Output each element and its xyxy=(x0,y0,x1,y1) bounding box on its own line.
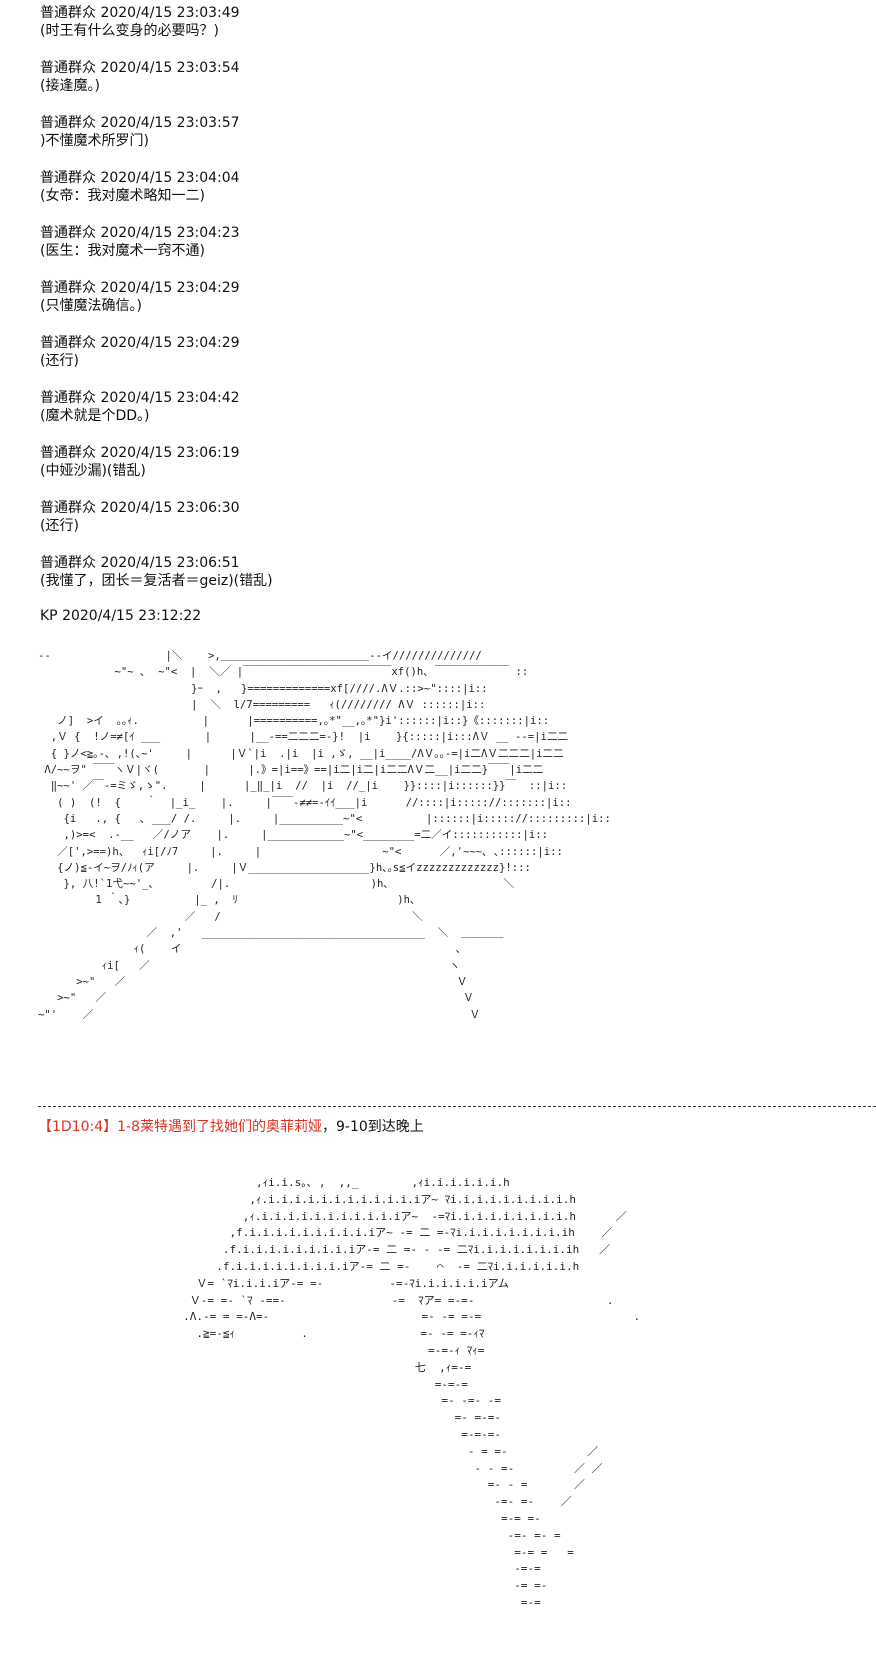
message-header: 普通群众 2020/4/15 23:03:57 xyxy=(40,115,240,131)
message-header: 普通群众 2020/4/15 23:06:19 xyxy=(40,445,240,461)
dice-roll-result: 【1D10:4】1-8莱特遇到了找她们的奥菲莉娅，9-10到达晚上 xyxy=(38,1118,424,1136)
section-divider xyxy=(38,1106,876,1107)
message: 普通群众 2020/4/15 23:06:30 (还行) xyxy=(40,499,860,535)
message-text: (时王有什么变身的必要吗？) xyxy=(40,23,219,39)
message-header: 普通群众 2020/4/15 23:04:23 xyxy=(40,225,240,241)
message-header: 普通群众 2020/4/15 23:04:29 xyxy=(40,335,240,351)
message: 普通群众 2020/4/15 23:04:23 (医生：我对魔术一窍不通) xyxy=(40,224,860,260)
message-text: (我懂了，团长＝复活者＝geiz)(错乱) xyxy=(40,573,273,589)
message-text: (接逢魔。) xyxy=(40,78,100,94)
dice-roll-tail: ，9-10到达晚上 xyxy=(322,1119,424,1135)
message-header: 普通群众 2020/4/15 23:06:51 xyxy=(40,555,240,571)
message-text: (女帝：我对魔术略知一二) xyxy=(40,188,205,204)
message: 普通群众 2020/4/15 23:04:29 (只懂魔法确信。) xyxy=(40,279,860,315)
message-header: 普通群众 2020/4/15 23:04:42 xyxy=(40,390,240,406)
message-header: 普通群众 2020/4/15 23:04:04 xyxy=(40,170,240,186)
message-text: (只懂魔法确信。) xyxy=(40,298,142,314)
message: 普通群众 2020/4/15 23:06:51 (我懂了，团长＝复活者＝geiz)… xyxy=(40,554,860,590)
chat-log: 普通群众 2020/4/15 23:03:49 (时王有什么变身的必要吗？) 普通… xyxy=(40,4,860,625)
message: 普通群众 2020/4/15 23:03:49 (时王有什么变身的必要吗？) xyxy=(40,4,860,40)
message-text: (还行) xyxy=(40,518,79,534)
dice-roll-label: 【1D10:4】1-8莱特遇到了找她们的奥菲莉娅 xyxy=(38,1119,322,1135)
message: 普通群众 2020/4/15 23:04:42 (魔术就是个DD。) xyxy=(40,389,860,425)
message-text: (中娅沙漏)(错乱) xyxy=(40,463,146,479)
message-header: 普通群众 2020/4/15 23:03:49 xyxy=(40,5,240,21)
message: 普通群众 2020/4/15 23:04:29 (还行) xyxy=(40,334,860,370)
message-text: (魔术就是个DD。) xyxy=(40,408,150,424)
ascii-art-scene: -- |＼ >,＿＿＿＿＿＿＿＿＿＿＿＿＿＿--イ////////////// … xyxy=(38,650,611,1021)
message-text: (医生：我对魔术一窍不通) xyxy=(40,243,205,259)
message-header: 普通群众 2020/4/15 23:04:29 xyxy=(40,280,240,296)
message-text: )不懂魔术所罗门) xyxy=(40,133,149,149)
ascii-art-figure: ,ｨi.i.s｡､ , ,,_ ,ｨi.i.i.i.i.i.h ,ｨ.i.i.i… xyxy=(183,1176,641,1609)
message: 普通群众 2020/4/15 23:03:54 (接逢魔。) xyxy=(40,59,860,95)
message: 普通群众 2020/4/15 23:03:57 )不懂魔术所罗门) xyxy=(40,114,860,150)
message-header: 普通群众 2020/4/15 23:03:54 xyxy=(40,60,240,76)
message: 普通群众 2020/4/15 23:06:19 (中娅沙漏)(错乱) xyxy=(40,444,860,480)
kp-header: KP 2020/4/15 23:12:22 xyxy=(40,608,202,624)
message-header: 普通群众 2020/4/15 23:06:30 xyxy=(40,500,240,516)
message-text: (还行) xyxy=(40,353,79,369)
message: 普通群众 2020/4/15 23:04:04 (女帝：我对魔术略知一二) xyxy=(40,169,860,205)
